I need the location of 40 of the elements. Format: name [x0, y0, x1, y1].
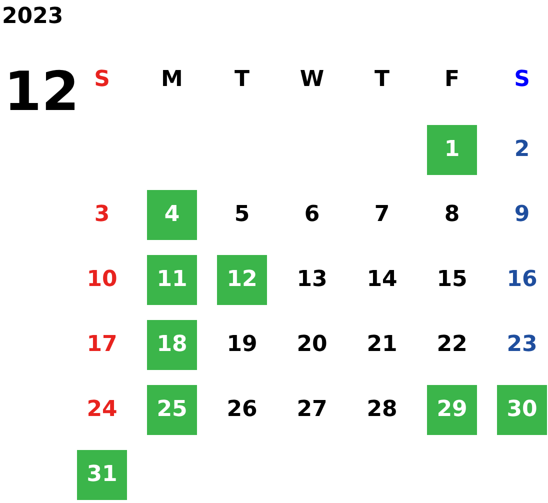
weekday-label: S	[93, 66, 111, 94]
date-label: 26	[226, 396, 258, 424]
highlighted-date: 31	[77, 450, 127, 500]
date-label: 13	[296, 266, 328, 294]
date-label: 27	[296, 396, 328, 424]
date-label: 2	[513, 136, 531, 164]
date-label: 17	[86, 331, 118, 359]
highlighted-date: 30	[497, 385, 547, 435]
date-label: 14	[366, 266, 398, 294]
date-label: 10	[86, 266, 118, 294]
highlighted-date: 12	[217, 255, 267, 305]
date-label: 21	[366, 331, 398, 359]
date-label: 16	[506, 266, 538, 294]
date-label: 5	[233, 201, 251, 229]
date-label: 20	[296, 331, 328, 359]
highlighted-date: 18	[147, 320, 197, 370]
date-label: 28	[366, 396, 398, 424]
highlighted-date: 25	[147, 385, 197, 435]
weekday-label: M	[160, 66, 184, 94]
weekday-label: S	[513, 66, 531, 94]
date-label: 19	[226, 331, 258, 359]
highlighted-date: 4	[147, 190, 197, 240]
date-label: 22	[436, 331, 468, 359]
date-label: 6	[303, 201, 321, 229]
date-label: 24	[86, 396, 118, 424]
highlighted-date: 29	[427, 385, 477, 435]
date-label: 8	[443, 201, 461, 229]
date-label: 9	[513, 201, 531, 229]
year-heading: 2023	[2, 4, 64, 29]
weekday-label: T	[373, 66, 390, 94]
date-label: 23	[506, 331, 538, 359]
date-label: 3	[93, 201, 111, 229]
weekday-label: T	[233, 66, 250, 94]
weekday-label: W	[298, 66, 326, 94]
highlighted-date: 1	[427, 125, 477, 175]
month-number: 12	[4, 60, 80, 124]
weekday-label: F	[443, 66, 461, 94]
highlighted-date: 11	[147, 255, 197, 305]
date-label: 7	[373, 201, 391, 229]
date-label: 15	[436, 266, 468, 294]
